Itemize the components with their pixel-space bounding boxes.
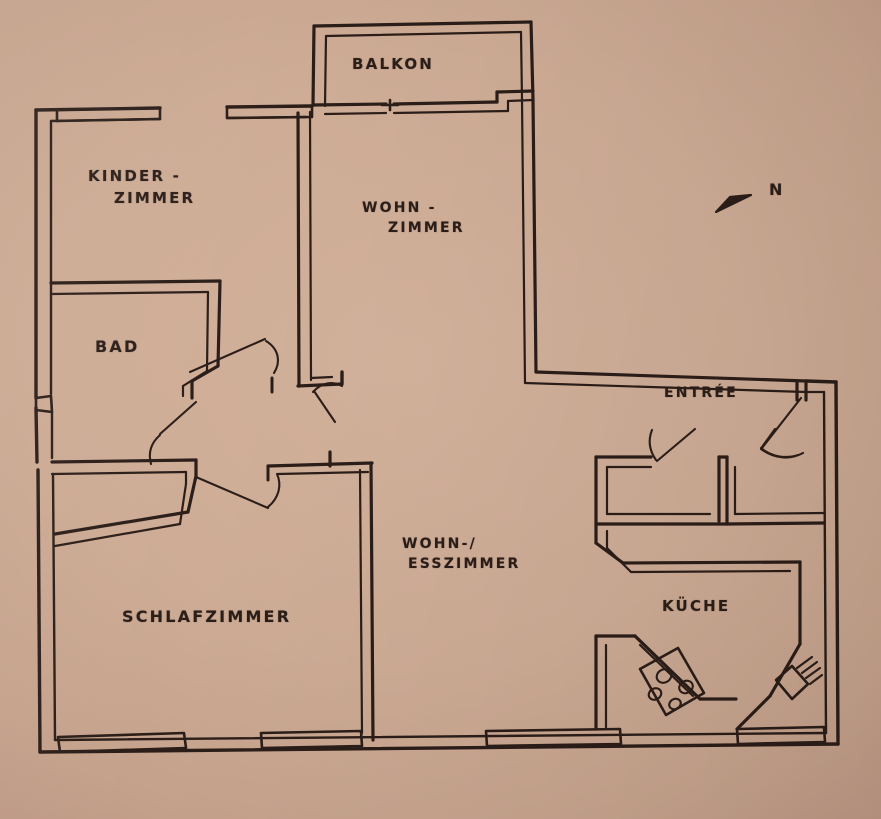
entrance-door-jamb bbox=[795, 379, 808, 402]
wall-kinderzimmer-wohnzimmer-inner bbox=[308, 110, 313, 382]
hall-wall-right-inner bbox=[276, 470, 370, 476]
door-swing-hall-bottom bbox=[148, 400, 198, 466]
wall-schlaf-esszimmer bbox=[369, 461, 375, 742]
kueche-walls-inner bbox=[605, 529, 792, 574]
door-swing-hall-top bbox=[311, 382, 344, 424]
window-left-wall bbox=[34, 394, 54, 414]
wall-kinderzimmer-wohnzimmer bbox=[296, 111, 301, 388]
hall-wall-right bbox=[266, 370, 374, 468]
wc-closet-walls bbox=[594, 455, 826, 526]
room-label-wohnesszimmer: WOHN-/ESSZIMMER bbox=[402, 536, 521, 573]
bad-walls-inner bbox=[49, 290, 210, 398]
room-label-bad: BAD bbox=[95, 337, 140, 356]
exterior-walls bbox=[34, 104, 840, 754]
balkon-walls bbox=[311, 20, 535, 107]
stove-hob-icon bbox=[638, 646, 706, 717]
bad-lower-wall bbox=[50, 458, 198, 478]
sink-icon bbox=[774, 664, 810, 701]
wohnzimmer-walls bbox=[531, 98, 808, 383]
room-label-entree: ENTRÉE bbox=[664, 385, 738, 401]
wall-balkon-to-wohnzimmer-inner bbox=[323, 98, 535, 116]
door-swing-wc-right bbox=[759, 427, 800, 458]
north-arrow-icon bbox=[714, 193, 753, 214]
balkon-walls-inner bbox=[323, 30, 524, 108]
wall-stub-hall-top-inner bbox=[309, 375, 334, 380]
window-top-wohnzimmer bbox=[225, 104, 314, 120]
compass-label-north: N bbox=[769, 180, 783, 199]
sink-drainboard bbox=[795, 655, 824, 686]
room-label-balkon: BALKON bbox=[352, 55, 435, 73]
room-label-kueche: KÜCHE bbox=[662, 597, 731, 615]
window-bottom-schlafzimmer bbox=[56, 731, 188, 754]
stove-burners bbox=[647, 668, 694, 711]
wc-closet-walls-inner bbox=[605, 465, 826, 516]
window-bottom-kueche bbox=[735, 725, 827, 746]
entrance-door-swing bbox=[759, 396, 805, 459]
schlafzimmer-walls bbox=[53, 474, 198, 536]
wohnzimmer-walls-inner bbox=[520, 98, 826, 394]
door-swing-bad bbox=[188, 337, 280, 375]
kueche-counter-diagonal bbox=[594, 634, 738, 731]
window-bottom-esszimmer-left bbox=[259, 729, 364, 750]
bad-lower-wall-inner bbox=[50, 470, 188, 486]
window-top-kinderzimmer bbox=[55, 106, 162, 123]
room-label-schlafzimmer: SCHLAFZIMMER bbox=[122, 607, 292, 626]
window-bottom-esszimmer-right bbox=[484, 727, 623, 748]
wall-schlaf-esszimmer-inner bbox=[358, 468, 364, 735]
room-label-kinderzimmer: KINDER -ZIMMER bbox=[88, 167, 196, 207]
room-label-wohnzimmer: WOHN -ZIMMER bbox=[362, 200, 465, 237]
schlafzimmer-walls-inner bbox=[53, 482, 188, 548]
wall-balkon-to-wohnzimmer bbox=[311, 89, 535, 107]
door-swing-hall-right bbox=[194, 472, 281, 510]
door-swing-wc-left bbox=[648, 427, 697, 463]
